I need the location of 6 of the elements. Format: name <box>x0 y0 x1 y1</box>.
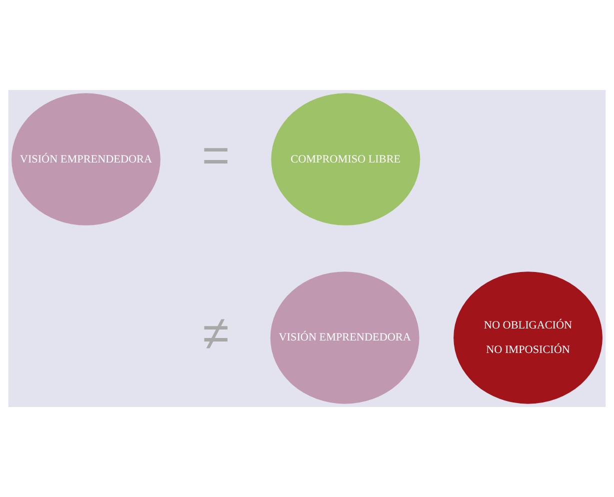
node-ellipse: NO OBLIGACIÓN NO IMPOSICIÓN <box>454 272 602 404</box>
label: ≠ <box>202 308 229 361</box>
label: = <box>202 129 230 182</box>
node-ellipse: VISIÓN EMPRENDEDORA <box>12 93 160 226</box>
node-ellipse: COMPROMISO LIBRE <box>271 93 420 226</box>
node-ellipse: VISIÓN EMPRENDEDORA <box>270 272 420 404</box>
